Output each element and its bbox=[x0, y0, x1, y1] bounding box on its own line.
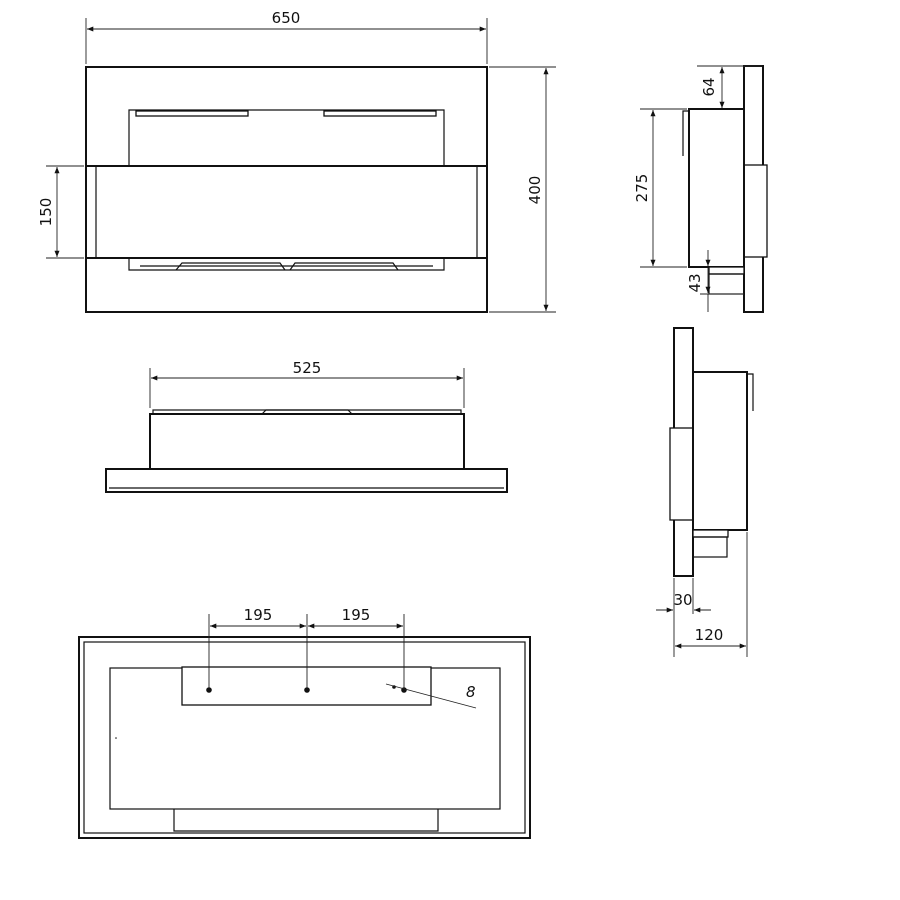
label-front-width: 650 bbox=[272, 9, 301, 27]
dimension-side-total-depth: 120 bbox=[675, 532, 748, 657]
dimension-front-height: 400 bbox=[489, 66, 556, 313]
side-view-lower: 30 120 bbox=[656, 327, 754, 657]
rear-view: 195 195 8 bbox=[78, 606, 531, 839]
dimension-side-frame-depth: 30 bbox=[656, 578, 711, 657]
dimension-front-width: 650 bbox=[85, 9, 488, 64]
label-side-top-offset: 64 bbox=[700, 77, 718, 96]
dimension-top-width: 525 bbox=[149, 359, 465, 408]
label-side-total-depth: 120 bbox=[695, 626, 724, 644]
side-view-upper: 64 275 43 bbox=[633, 65, 768, 313]
label-side-bottom-offset: 43 bbox=[686, 273, 704, 292]
dimension-side-body-height: 275 bbox=[633, 108, 687, 268]
label-front-height: 400 bbox=[526, 176, 544, 205]
label-hole-diameter: 8 bbox=[466, 683, 476, 701]
top-view: 525 bbox=[105, 359, 508, 493]
label-side-frame-depth: 30 bbox=[673, 591, 692, 609]
dimension-hole-spacing: 195 195 bbox=[208, 606, 405, 688]
mounting-hole-1 bbox=[206, 687, 212, 693]
dimension-side-bottom-offset: 43 bbox=[686, 250, 744, 312]
label-side-body-height: 275 bbox=[633, 174, 651, 203]
label-opening-height: 150 bbox=[37, 198, 55, 227]
front-view: 650 400 150 bbox=[37, 9, 556, 313]
mounting-hole-2 bbox=[304, 687, 310, 693]
label-top-width: 525 bbox=[293, 359, 322, 377]
label-hole-spacing-right: 195 bbox=[342, 606, 371, 624]
dimension-hole-diameter: 8 bbox=[385, 683, 477, 709]
dimension-opening-height: 150 bbox=[37, 165, 84, 259]
label-hole-spacing-left: 195 bbox=[244, 606, 273, 624]
dimension-side-top-offset: 64 bbox=[697, 65, 762, 108]
